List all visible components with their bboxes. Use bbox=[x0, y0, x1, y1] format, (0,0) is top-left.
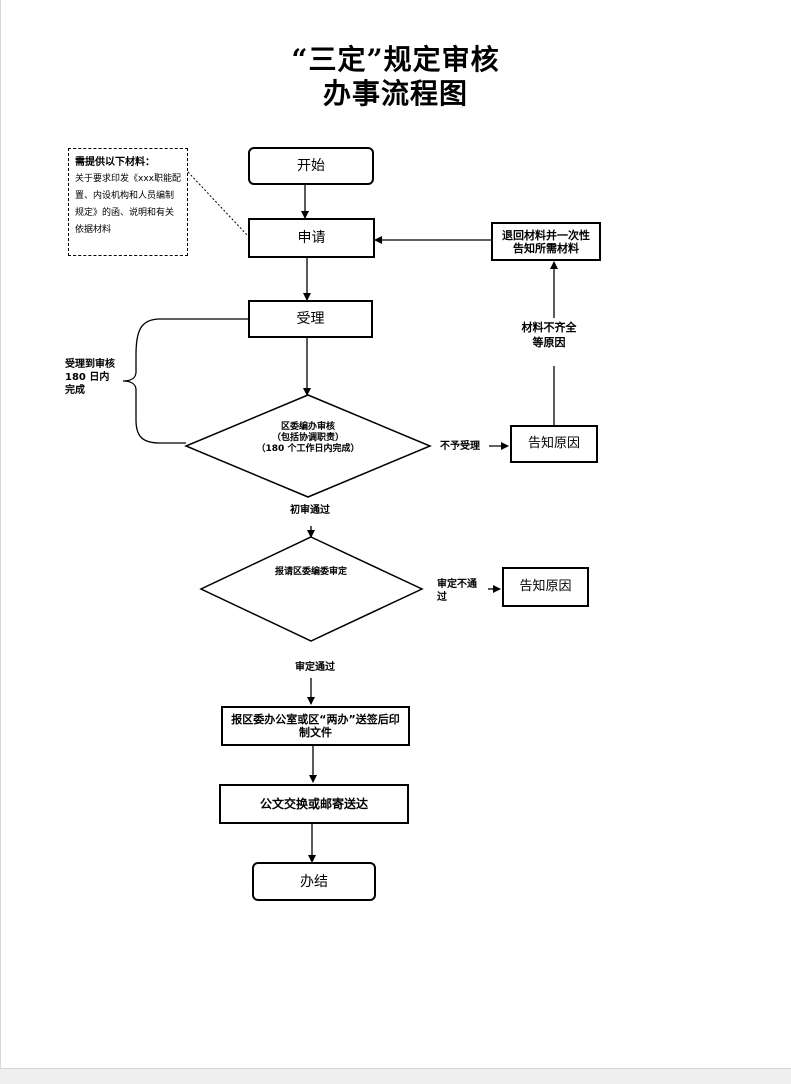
review-line3: （180 个工作日内完成） bbox=[256, 444, 360, 454]
accept-node: 受理 bbox=[248, 300, 373, 338]
time-limit-brace bbox=[122, 318, 248, 444]
notify-reason-node-2: 告知原因 bbox=[502, 567, 589, 607]
note-body: 关于要求印发《xxx职能配置、内设机构和人员编制规定》的函、说明和有关依据材料 bbox=[75, 174, 181, 235]
note-leader-line bbox=[187, 171, 249, 237]
review-diamond-text: 区委编办审核 （包括协调职责） （180 个工作日内完成） bbox=[236, 422, 380, 455]
accept-label: 受理 bbox=[296, 311, 325, 327]
required-materials-note: 需提供以下材料： 关于要求印发《xxx职能配置、内设机构和人员编制规定》的函、说… bbox=[68, 148, 188, 256]
time-limit-label: 受理到审核 180 日内完成 bbox=[65, 359, 115, 396]
notify-reason-label-1: 告知原因 bbox=[527, 436, 580, 451]
approval-label: 报请区委编委审定 bbox=[274, 567, 347, 577]
approval-fail-label: 审定不通过 bbox=[437, 579, 477, 603]
review-diamond bbox=[184, 394, 432, 498]
approval-diamond bbox=[199, 536, 424, 642]
print-label: 报区委办公室或区“两办”送签后印制文件 bbox=[231, 713, 400, 739]
not-accepted-label: 不予受理 bbox=[440, 441, 480, 452]
page-title-line1: “三定”规定审核 bbox=[291, 43, 500, 76]
review-line1: 区委编办审核 bbox=[280, 422, 335, 432]
review-line2: （包括协调职责） bbox=[271, 433, 344, 443]
approval-pass-label: 审定通过 bbox=[295, 662, 335, 673]
return-materials-label: 退回材料并一次性告知所需材料 bbox=[502, 228, 590, 255]
notify-reason-label-2: 告知原因 bbox=[519, 579, 572, 594]
end-label: 办结 bbox=[300, 873, 328, 890]
apply-label: 申请 bbox=[297, 230, 326, 246]
start-label: 开始 bbox=[297, 158, 325, 174]
page-title-line2: 办事流程图 bbox=[322, 77, 468, 110]
end-node: 办结 bbox=[252, 862, 376, 901]
initial-pass-label: 初审通过 bbox=[290, 505, 330, 516]
deliver-node: 公文交换或邮寄送达 bbox=[219, 784, 409, 824]
deliver-label: 公文交换或邮寄送达 bbox=[259, 796, 368, 811]
start-node: 开始 bbox=[248, 147, 374, 185]
viewer-bottom-bar bbox=[0, 1068, 791, 1084]
approval-diamond-text: 报请区委编委审定 bbox=[241, 567, 381, 578]
print-node: 报区委办公室或区“两办”送签后印制文件 bbox=[221, 706, 410, 746]
return-materials-node: 退回材料并一次性告知所需材料 bbox=[491, 222, 601, 261]
notify-reason-node-1: 告知原因 bbox=[510, 425, 598, 463]
incomplete-label: 材料不齐全等原因 bbox=[521, 321, 577, 349]
note-heading: 需提供以下材料： bbox=[75, 157, 155, 168]
apply-node: 申请 bbox=[248, 218, 375, 258]
